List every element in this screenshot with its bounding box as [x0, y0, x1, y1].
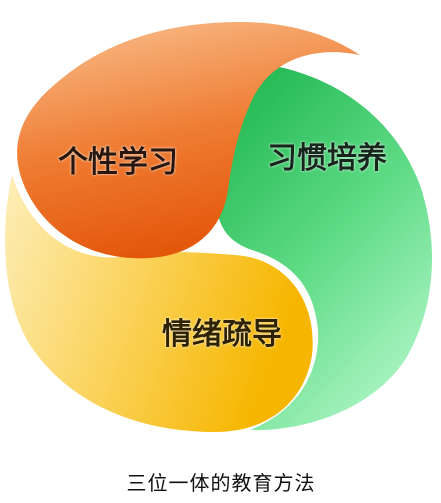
- segment-green: [216, 65, 432, 431]
- segment-label-yellow: 情绪疏导: [162, 317, 282, 352]
- segment-label-orange: 个性学习: [58, 145, 178, 180]
- segment-yellow: [5, 175, 313, 432]
- segment-orange: [17, 22, 361, 259]
- segment-label-green: 习惯培养: [267, 141, 387, 176]
- diagram-caption: 三位一体的教育方法: [127, 471, 316, 495]
